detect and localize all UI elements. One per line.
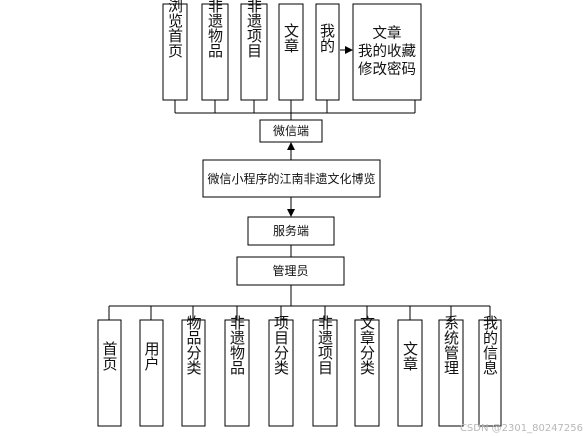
bottom-node-label: 物品分类	[185, 315, 203, 375]
top-node-label: 浏览首页	[166, 0, 184, 58]
top-node-heritage-items: 非遗物品	[201, 0, 229, 101]
mine-detail-line-3: 修改密码	[358, 61, 416, 78]
top-node-label: 非遗项目	[245, 0, 263, 58]
bottom-node-article-categories: 文章分类	[354, 315, 380, 427]
server-label: 服务端	[273, 223, 309, 238]
top-node-browse-home: 浏览首页	[162, 0, 188, 101]
bottom-node-label: 首页	[101, 341, 119, 371]
top-node-heritage-projects: 非遗项目	[240, 0, 268, 101]
bottom-node-heritage-projects: 非遗项目	[312, 315, 338, 427]
top-node-articles: 文章	[278, 3, 304, 101]
bottom-node-system-management: 系统管理	[438, 315, 464, 427]
wechat-label: 微信端	[273, 124, 309, 138]
top-node-label: 非遗物品	[206, 0, 224, 58]
top-node-mine-details: 文章 我的收藏 修改密码	[352, 3, 422, 101]
mini-program-label: 微信小程序的江南非遗文化博览	[207, 171, 375, 186]
top-node-label: 文章	[282, 23, 300, 53]
bottom-node-item-categories: 物品分类	[181, 315, 206, 427]
bottom-node-my-info: 我的信息	[478, 315, 502, 427]
bottom-node-label: 项目分类	[272, 315, 290, 375]
bottom-node-heritage-items: 非遗物品	[224, 315, 250, 427]
bottom-node-label: 系统管理	[442, 315, 460, 375]
mini-program-node: 微信小程序的江南非遗文化博览	[202, 159, 381, 198]
admin-node: 管理员	[236, 256, 345, 286]
wechat-node: 微信端	[259, 119, 323, 143]
bottom-node-label: 非遗项目	[316, 315, 334, 375]
bottom-node-label: 文章分类	[358, 315, 376, 375]
bottom-node-label: 用户	[143, 341, 161, 371]
bottom-node-label: 非遗物品	[228, 315, 246, 375]
mine-detail-line-2: 我的收藏	[358, 43, 416, 60]
server-node: 服务端	[247, 216, 335, 246]
watermark: CSDN @2301_80247256	[459, 423, 583, 434]
mine-detail-line-1: 文章	[373, 24, 402, 42]
connector-lines	[108, 46, 491, 320]
bottom-node-label: 文章	[401, 341, 419, 371]
top-row: 浏览首页 非遗物品 非遗项目 文章 我的 文章 我的收藏 修改密码	[162, 0, 422, 101]
top-node-mine: 我的	[315, 3, 340, 101]
bottom-node-home: 首页	[97, 319, 122, 427]
top-node-label: 我的	[318, 23, 336, 54]
bottom-row: 首页 用户 物品分类 非遗物品 项目分类 非遗项目 文章分类 文章	[97, 315, 502, 427]
bottom-node-articles: 文章	[397, 319, 423, 427]
bottom-node-label: 我的信息	[481, 315, 499, 375]
bottom-node-users: 用户	[139, 319, 164, 427]
bottom-node-project-categories: 项目分类	[268, 315, 294, 427]
admin-label: 管理员	[272, 263, 308, 278]
